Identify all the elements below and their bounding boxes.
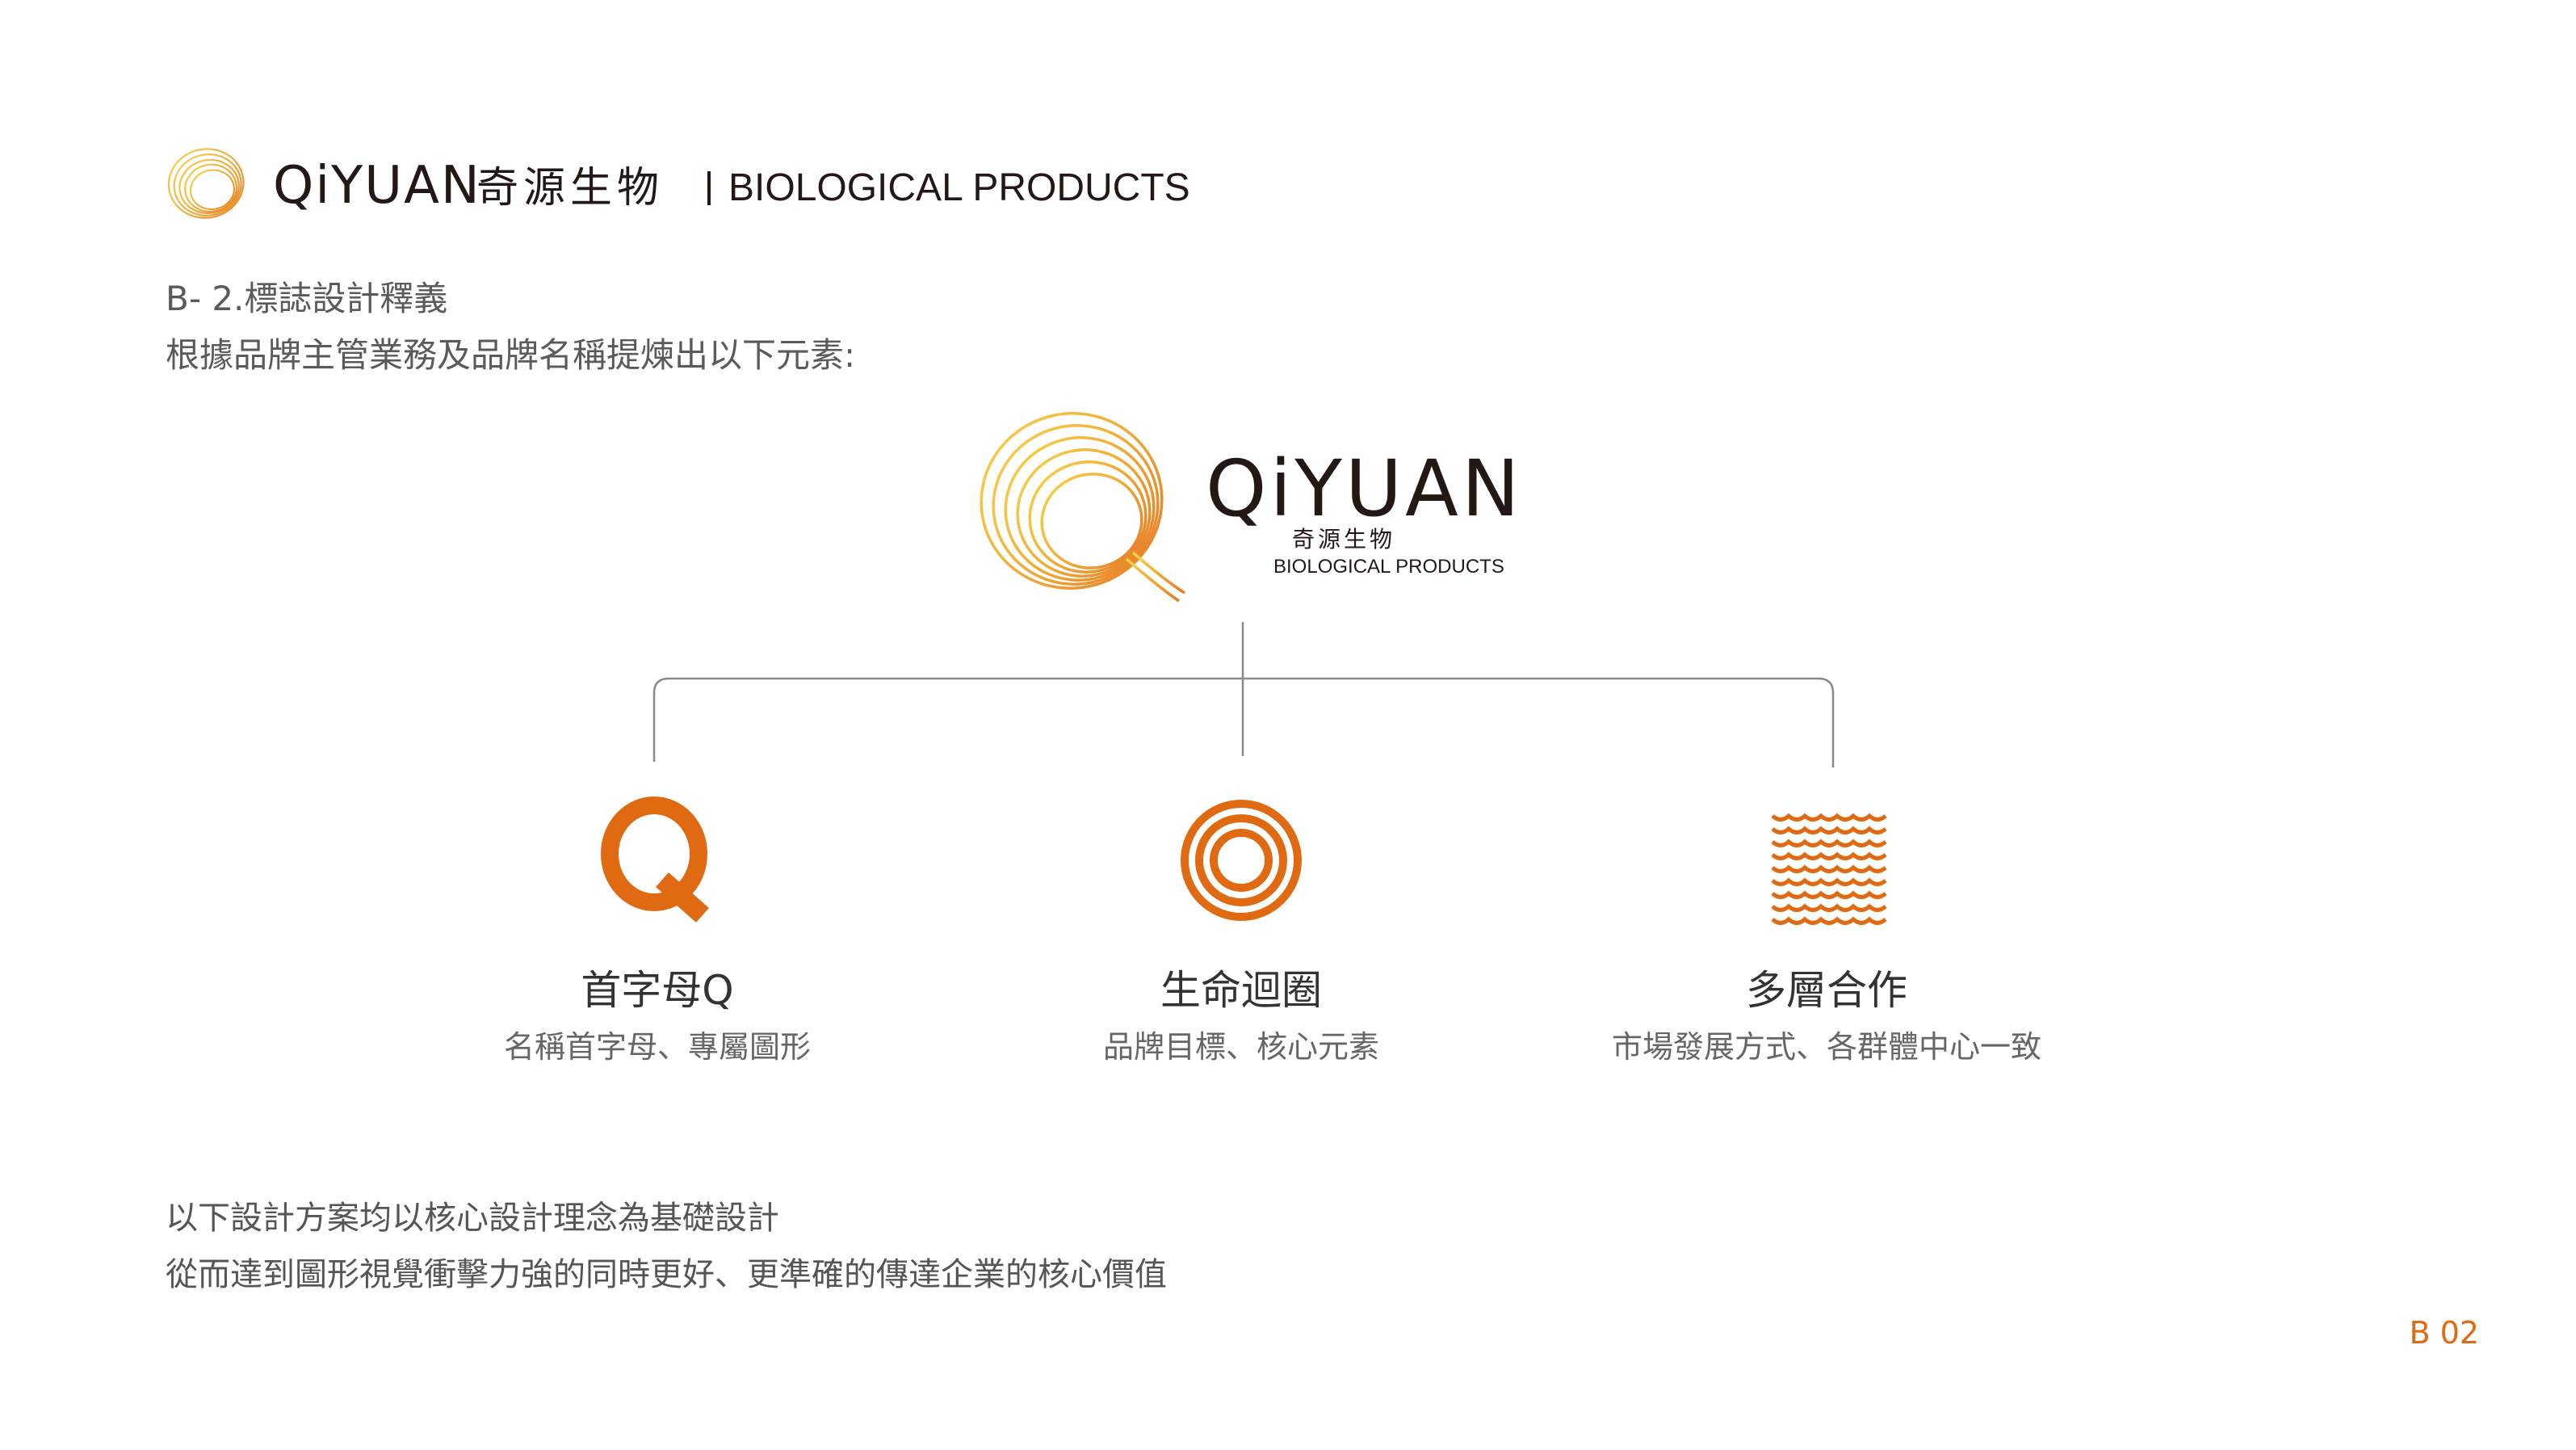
section-description: 根據品牌主管業務及品牌名稱提煉出以下元素: (166, 335, 856, 375)
letter-q-icon (601, 796, 709, 923)
page-number: B 02 (2409, 1315, 2479, 1351)
element-description-letter-q: 名稱首字母、專屬圖形 (503, 1029, 811, 1065)
wave-row (1771, 890, 1887, 899)
concentric-rings-icon (1181, 800, 1302, 921)
main-wordmark: QiYUAN (1206, 443, 1523, 534)
element-title-multi-layer: 多層合作 (1746, 967, 1907, 1014)
wave-row (1771, 916, 1887, 925)
wave-row (1771, 838, 1887, 847)
main-chinese-name: 奇源生物 (1292, 526, 1396, 553)
element-description-life-cycle: 品牌目標、核心元素 (1102, 1029, 1379, 1065)
wave-row (1771, 813, 1887, 822)
section-title: B- 2.標誌設計釋義 (166, 279, 448, 318)
wave-row (1771, 851, 1887, 860)
element-description-multi-layer: 市場發展方式、各群體中心一致 (1611, 1029, 2041, 1065)
qiyuan-logo-mark-icon (167, 148, 245, 219)
header-english-name: BIOLOGICAL PRODUCTS (728, 166, 1190, 209)
header-chinese-name: 奇源生物 (476, 164, 665, 212)
wave-row (1771, 903, 1887, 912)
element-title-life-cycle: 生命迴圈 (1160, 967, 1322, 1014)
footer-line-1: 以下設計方案均以核心設計理念為基礎設計 (166, 1200, 779, 1237)
main-logo-mark-icon (980, 412, 1185, 603)
wave-row (1771, 864, 1887, 873)
main-english-name: BIOLOGICAL PRODUCTS (1273, 556, 1504, 578)
element-title-letter-q: 首字母Q (581, 967, 734, 1014)
header-divider (707, 171, 711, 205)
header-wordmark: QiYUAN (273, 156, 481, 216)
footer-line-2: 從而達到圖形視覺衝擊力強的同時更好、更準確的傳達企業的核心價值 (166, 1256, 1167, 1293)
wave-row (1771, 877, 1887, 886)
wave-layers-icon (1771, 813, 1887, 925)
wave-row (1771, 826, 1887, 834)
